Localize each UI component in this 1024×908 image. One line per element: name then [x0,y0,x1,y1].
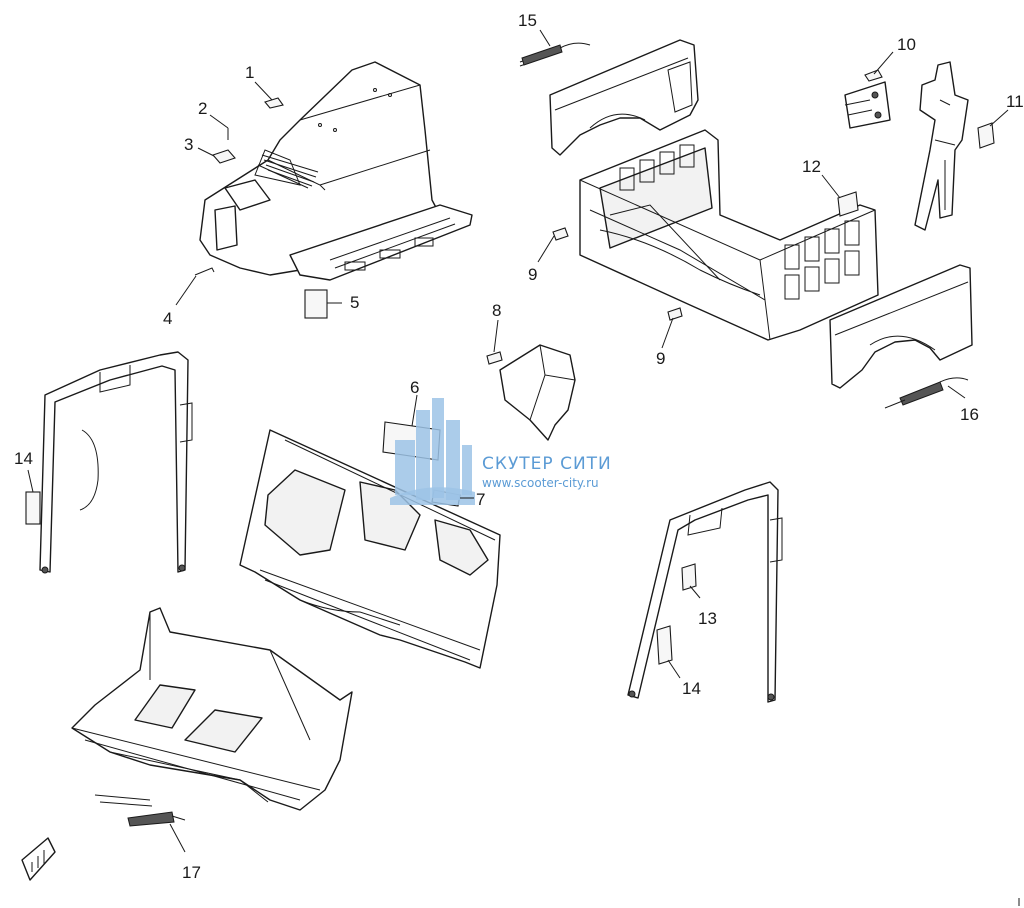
callout-14-left: 14 [14,449,33,468]
callout-10: 10 [897,35,916,54]
callout-9-left: 9 [528,265,537,284]
corner-logo-mark [21,837,56,881]
clip-part-9-bottom [667,307,683,321]
roll-bar-left [39,351,193,574]
rear-right-side-panel [829,264,973,389]
rear-left-side-panel [549,39,699,156]
dashboard-frame [239,429,501,669]
bolt-part-4 [194,267,215,276]
decal-part-14-left [25,491,41,525]
cover-panel-part-8 [499,344,576,441]
callout-11: 11 [1006,92,1024,111]
watermark-url: www.scooter-city.ru [482,476,599,490]
callout-15: 15 [518,11,537,30]
decal-part-12 [837,191,859,217]
callout-9-bottom: 9 [656,349,665,368]
callout-12: 12 [802,157,821,176]
callout-4: 4 [163,309,172,328]
callout-labels: 1 2 3 4 5 6 7 8 9 9 10 11 12 13 14 14 15… [14,11,1024,882]
callout-6: 6 [410,378,419,397]
spring-clip-part-17 [94,794,186,827]
watermark-logo [390,398,475,505]
decal-part-13 [681,563,697,591]
washer-part-3 [212,149,236,164]
callout-3: 3 [184,135,193,154]
decal-part-11 [977,122,995,149]
clip-part-8 [486,351,503,365]
callout-8: 8 [492,301,501,320]
callout-5: 5 [350,293,359,312]
watermark: СКУТЕР СИТИ www.scooter-city.ru [390,398,612,505]
callout-7: 7 [476,490,485,509]
callout-13: 13 [698,609,717,628]
decal-part-5 [304,289,328,319]
hinge-bracket [914,61,969,231]
clip-part-9-left [552,227,569,241]
callout-17: 17 [182,863,201,882]
roll-bar-right [627,481,783,703]
front-body-panel [199,61,473,281]
cargo-box [579,129,879,341]
spring-clip-part-16 [884,377,969,409]
hood-panel [71,607,353,811]
callout-1: 1 [245,63,254,82]
spring-clip-part-15 [519,42,591,67]
leader-lines [27,29,1009,853]
washer-part-10b [864,69,883,82]
watermark-title: СКУТЕР СИТИ [482,454,612,474]
callout-2: 2 [198,99,207,118]
latch-part-10 [844,81,891,129]
callout-16: 16 [960,405,979,424]
clip-part-1 [264,97,284,109]
callout-14-right: 14 [682,679,701,698]
decal-part-14-right [656,625,673,665]
